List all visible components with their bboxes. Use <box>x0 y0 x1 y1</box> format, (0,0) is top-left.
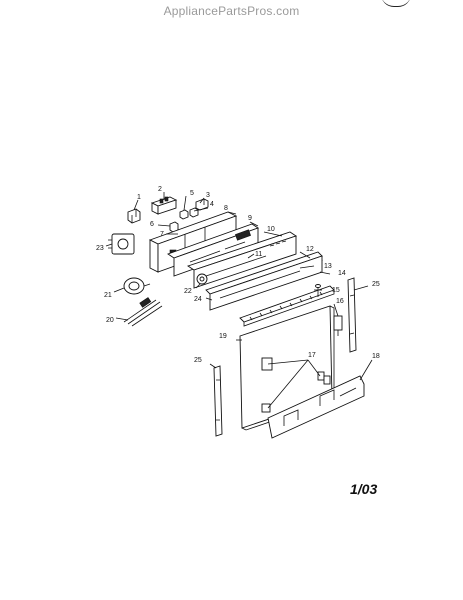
part-17-clips <box>261 357 331 413</box>
part-21-motor <box>123 277 151 295</box>
callout-24: 24 <box>194 296 202 303</box>
watermark-text: AppliancePartsPros.com <box>163 4 300 18</box>
callout-9: 9 <box>248 215 252 222</box>
part-16-latch <box>333 315 343 336</box>
callout-19: 19 <box>219 333 227 340</box>
callout-11: 11 <box>255 251 262 258</box>
part-10-board <box>186 231 298 289</box>
part-5-button <box>179 209 189 220</box>
callout-12: 12 <box>306 246 314 253</box>
part-14-rail <box>239 285 335 327</box>
part-1 <box>127 208 141 224</box>
part-15-screw <box>315 284 321 297</box>
callout-25-left: 25 <box>194 357 202 364</box>
corner-arc <box>381 0 411 7</box>
part-18-bracket <box>267 375 365 439</box>
callout-21: 21 <box>104 292 112 299</box>
part-24-fascia <box>205 251 323 311</box>
part-25-left-trim <box>213 365 223 437</box>
callout-10: 10 <box>267 226 275 233</box>
part-20-harness <box>123 297 163 327</box>
callout-8: 8 <box>224 205 228 212</box>
callout-20: 20 <box>106 317 114 324</box>
callout-17: 17 <box>308 352 316 359</box>
callout-18: 18 <box>372 353 380 360</box>
callout-4: 4 <box>210 201 214 208</box>
part-3-clip <box>195 198 209 211</box>
part-2-switches <box>150 196 178 215</box>
callout-2: 2 <box>158 186 162 193</box>
callout-22: 22 <box>184 288 192 295</box>
callout-6: 6 <box>150 221 154 228</box>
callout-1: 1 <box>137 194 141 201</box>
callout-16: 16 <box>336 298 344 305</box>
callout-3: 3 <box>206 192 210 199</box>
callout-13: 13 <box>324 263 332 270</box>
part-23-timer <box>108 233 135 255</box>
callout-14: 14 <box>338 270 346 277</box>
callout-15: 15 <box>332 287 340 294</box>
leader-lines <box>105 192 373 409</box>
callout-5: 5 <box>190 190 194 197</box>
callout-23: 23 <box>96 245 104 252</box>
part-4-button <box>189 207 199 218</box>
part-22-knob <box>196 273 208 285</box>
callout-25-right: 25 <box>372 281 380 288</box>
part-25-right-trim <box>347 277 357 353</box>
callout-7: 7 <box>160 231 164 238</box>
date-code: 1/03 <box>350 481 378 497</box>
callout-numbers: 1 2 3 4 5 6 7 8 9 10 11 12 13 14 15 16 1… <box>96 186 380 364</box>
